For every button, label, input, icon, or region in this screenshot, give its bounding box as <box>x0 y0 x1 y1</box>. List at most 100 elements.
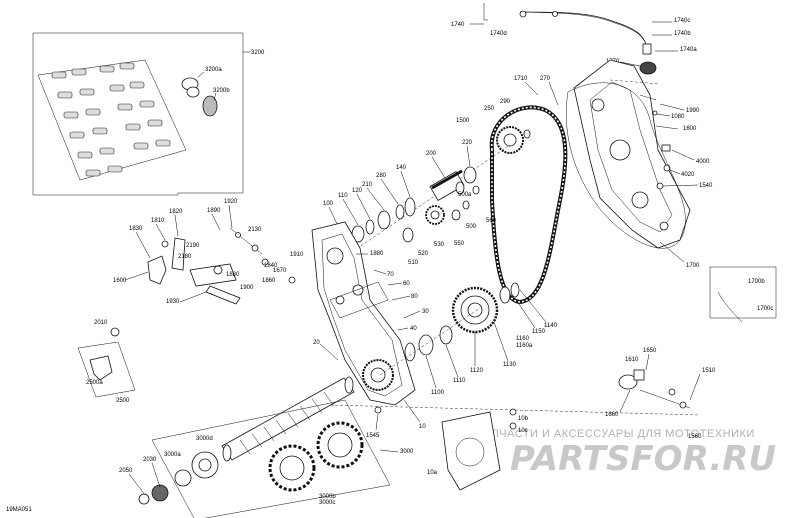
callout-1930: 1930 <box>166 299 180 305</box>
vent-hose-assembly: 1740 1740d 1740c 1740b 1740a 1770 <box>451 3 697 75</box>
callout-1120: 1120 <box>470 368 484 374</box>
cover-plate: 10b 10c 10a <box>427 408 529 491</box>
callout-3200b: 3200b <box>213 88 230 94</box>
callout-3000c: 3000c <box>319 500 335 506</box>
watermark-tagline: ЗАПЧАСТИ И АКСЕССУАРЫ ДЛЯ МОТОТЕХНИКИ <box>476 428 755 440</box>
brake-linkage-cluster <box>147 227 296 305</box>
diagram-id: 19MA051 <box>6 507 32 513</box>
callout-3000b: 3000b <box>319 494 336 500</box>
callout-250: 250 <box>484 106 495 112</box>
drive-sprockets <box>268 421 364 492</box>
bracket-detail-box: 2010 2500a 2500 <box>77 320 136 404</box>
upper-sprocket <box>496 126 531 154</box>
lower-drive-stack <box>329 307 701 416</box>
callout-1740d: 1740d <box>490 31 507 37</box>
callout-1130: 1130 <box>503 362 517 368</box>
callout-110: 110 <box>338 193 348 199</box>
callout-2030: 2030 <box>143 457 157 463</box>
callout-1920: 1920 <box>224 199 238 205</box>
callout-2130: 2130 <box>248 227 262 233</box>
clip-tool-icon <box>181 77 218 117</box>
callout-3200: 3200 <box>251 50 265 56</box>
callout-2010: 2010 <box>94 320 108 326</box>
callout-20: 20 <box>313 340 320 346</box>
callout-10a: 10a <box>427 470 438 476</box>
callout-530: 530 <box>434 242 445 248</box>
chaincase-housing <box>311 221 416 406</box>
callout-2050: 2050 <box>119 468 133 474</box>
callout-1880b: 1880 <box>370 251 384 257</box>
callout-1540: 1540 <box>699 183 713 189</box>
callout-1810: 1810 <box>151 218 165 224</box>
callout-1710: 1710 <box>514 76 528 82</box>
track-clip-set-icon <box>37 59 187 181</box>
callout-290: 290 <box>500 99 511 105</box>
callout-70: 70 <box>387 272 394 278</box>
callout-1140: 1140 <box>544 323 558 329</box>
drive-chain <box>489 105 568 305</box>
callout-1080: 1080 <box>671 114 685 120</box>
chaincase-cover <box>573 59 691 249</box>
callout-140: 140 <box>396 165 407 171</box>
brake-linkage-labels: 1890 1920 1820 1810 1830 2130 2190 2180 … <box>113 199 304 305</box>
callout-1670: 1670 <box>273 268 287 274</box>
housing-leaders <box>319 253 421 361</box>
callout-3000: 3000 <box>400 449 414 455</box>
callout-270: 270 <box>540 76 551 82</box>
callout-500: 500 <box>466 224 477 230</box>
callout-1990: 1990 <box>686 108 700 114</box>
callout-10c: 10c <box>518 428 528 434</box>
callout-2500: 2500 <box>116 398 130 404</box>
drive-axle <box>221 376 355 462</box>
callout-1510: 1510 <box>702 368 716 374</box>
callout-30: 30 <box>422 309 429 315</box>
callout-80: 80 <box>411 294 418 300</box>
callout-120: 120 <box>352 188 363 194</box>
drive-axle-box <box>151 399 391 518</box>
callout-3000d: 3000d <box>196 436 213 442</box>
callout-1740a: 1740a <box>680 47 697 53</box>
callout-220: 220 <box>462 140 473 146</box>
callout-1100: 1100 <box>431 390 445 396</box>
callout-1700c: 1700c <box>757 306 773 312</box>
callout-1610: 1610 <box>625 357 639 363</box>
callout-2180: 2180 <box>178 254 192 260</box>
callout-210: 210 <box>362 182 373 188</box>
callout-1910: 1910 <box>290 252 304 258</box>
callout-1160: 1160 <box>516 336 530 342</box>
callout-10: 10 <box>419 424 426 430</box>
callout-550: 550 <box>454 241 465 247</box>
lower-leaders <box>425 289 547 389</box>
chaincase-gasket: 1700 <box>565 82 700 269</box>
watermark-logo: PARTSFOR.RU <box>510 439 776 479</box>
callout-1110: 1110 <box>453 378 466 384</box>
callout-1650: 1650 <box>643 348 657 354</box>
callout-2500a: 2500a <box>86 380 103 386</box>
callout-1500: 1500 <box>456 118 470 124</box>
gasket-detail-box: 1700b 1700c <box>709 266 777 323</box>
callout-10b: 10b <box>518 416 529 422</box>
callout-1860: 1860 <box>262 278 276 284</box>
callout-3200a: 3200a <box>205 67 222 73</box>
upper-shaft-leaders <box>328 145 471 231</box>
callout-1820: 1820 <box>169 209 183 215</box>
callout-60: 60 <box>403 281 410 287</box>
callout-1150: 1150 <box>532 329 546 335</box>
upper-shaft-assembly <box>339 144 511 261</box>
callout-1890: 1890 <box>207 208 221 214</box>
tensioner-rod: 1650 1610 1510 1660 1560 <box>605 348 716 440</box>
callout-200: 200 <box>426 151 437 157</box>
callout-1560: 1560 <box>688 434 702 440</box>
watermark: ЗАПЧАСТИ И АКСЕССУАРЫ ДЛЯ МОТОТЕХНИКИ PA… <box>476 428 776 479</box>
callout-560: 560 <box>486 218 497 224</box>
track-kit-box: 3200 3200a 3200b <box>32 32 265 196</box>
callout-1545: 1545 <box>366 433 380 439</box>
lower-drive-sprocket <box>451 282 520 334</box>
callout-40: 40 <box>410 326 417 332</box>
callout-1900: 1900 <box>240 285 254 291</box>
callout-1740b: 1740b <box>674 31 691 37</box>
bearing-flange-parts <box>138 451 219 505</box>
callout-520: 520 <box>418 251 429 257</box>
callout-510: 510 <box>408 260 419 266</box>
callout-1700: 1700 <box>686 263 700 269</box>
